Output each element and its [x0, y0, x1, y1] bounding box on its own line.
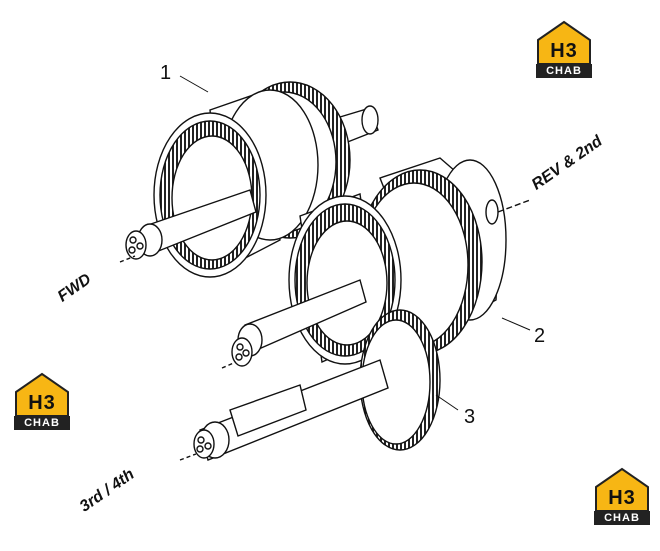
- callout-leaders: [179, 75, 531, 411]
- callout-1: 1: [160, 62, 172, 84]
- clutch-pack-2: [221, 157, 531, 369]
- logo-mark: H3: [20, 392, 64, 414]
- logo-brand: CHAB: [536, 64, 592, 78]
- logo-mark: H3: [542, 40, 586, 62]
- brand-logo-left: H3 CHAB: [12, 370, 72, 432]
- callout-2: 2: [534, 325, 546, 347]
- brand-logo-bottom-right: H3 CHAB: [592, 465, 652, 527]
- clutch-pack-1: [119, 81, 379, 278]
- shaft-gear-3: [179, 309, 441, 461]
- callout-3: 3: [464, 406, 476, 428]
- logo-mark: H3: [600, 487, 644, 509]
- logo-brand: CHAB: [14, 416, 70, 430]
- logo-brand: CHAB: [594, 511, 650, 525]
- brand-logo-top-right: H3 CHAB: [534, 18, 594, 80]
